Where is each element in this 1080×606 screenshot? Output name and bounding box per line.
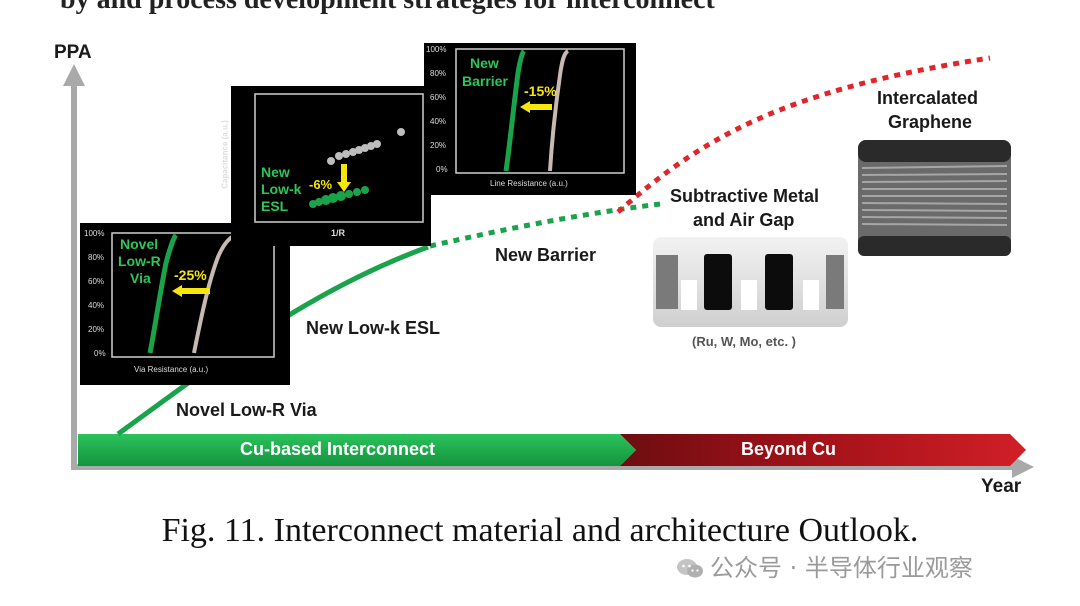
cu-bar-label: Cu-based Interconnect [240, 439, 436, 459]
esl-x-label: 1/R [331, 228, 346, 238]
via-ytick-5: 0% [94, 349, 106, 358]
barrier-arrow [520, 101, 552, 113]
milestone-low-r-via: Novel Low-R Via [176, 400, 317, 420]
header-fragment: by and process development strategies fo… [60, 0, 715, 16]
barrier-ytick-5: 0% [436, 165, 448, 174]
milestone-graphene-line1: Intercalated [877, 88, 979, 108]
via-label-line2: Via [130, 270, 151, 286]
subtractive-metal-image [653, 237, 848, 327]
via-ytick-1: 80% [88, 253, 105, 262]
barrier-ytick-0: 100% [426, 45, 447, 54]
esl-arrow [337, 164, 351, 192]
milestone-graphene-line2: Graphene [888, 112, 973, 132]
barrier-label-line0: New [470, 55, 499, 71]
esl-label-line1: Low-k [261, 181, 302, 197]
via-ytick-0: 100% [84, 229, 105, 238]
esl-y-label: Capacitance (a.u.) [220, 120, 230, 189]
via-arrow [172, 285, 210, 297]
via-new-curve [147, 233, 179, 354]
via-change: -25% [174, 267, 207, 283]
barrier-x-label: Line Resistance (a.u.) [490, 179, 568, 188]
barrier-label-line1: Barrier [462, 73, 508, 89]
via-ytick-4: 20% [88, 325, 105, 334]
milestone-subtractive-note: (Ru, W, Mo, etc. ) [692, 334, 796, 349]
barrier-new-curve [503, 49, 527, 172]
wechat-icon [677, 559, 703, 578]
esl-new-points [309, 186, 369, 208]
via-ytick-3: 40% [88, 301, 105, 310]
beyond-cu-bar-label: Beyond Cu [741, 439, 837, 459]
via-ref-curve [192, 233, 237, 354]
watermark: 公众号 · 半导体行业观察 [676, 548, 973, 583]
barrier-resistance-inset: 100% 80% 60% 40% 20% 0% New Barrier -15%… [424, 43, 636, 195]
barrier-ytick-1: 80% [430, 69, 447, 78]
esl-reference-points [327, 128, 405, 165]
barrier-ytick-4: 20% [430, 141, 447, 150]
esl-label-line0: New [261, 164, 290, 180]
milestone-low-k-esl: New Low-k ESL [306, 318, 441, 338]
y-axis-label: PPA [54, 42, 92, 63]
via-resistance-inset: 100% 80% 60% 40% 20% 0% Novel Low-R Via … [80, 223, 290, 385]
graphene-image [858, 140, 1011, 256]
barrier-change: -15% [524, 83, 557, 99]
milestone-subtractive-line1: Subtractive Metal [670, 186, 820, 206]
cu-bar [78, 434, 636, 466]
x-axis-arrowhead [1012, 456, 1034, 478]
milestone-subtractive-line2: and Air Gap [693, 210, 795, 230]
via-ytick-2: 60% [88, 277, 105, 286]
esl-label-line2: ESL [261, 198, 289, 214]
barrier-ref-curve [548, 49, 570, 172]
beyond-cu-bar [620, 434, 1026, 466]
figure-caption: Fig. 11. Interconnect material and archi… [161, 512, 919, 549]
milestone-new-barrier: New Barrier [495, 245, 597, 265]
esl-change: -6% [309, 177, 333, 192]
via-label-line0: Novel [120, 236, 159, 252]
y-axis-arrowhead [63, 64, 85, 86]
barrier-ytick-2: 60% [430, 93, 447, 102]
via-label-line1: Low-R [118, 253, 161, 269]
x-axis-label: Year [981, 476, 1022, 497]
via-x-label: Via Resistance (a.u.) [134, 365, 209, 374]
barrier-ytick-3: 40% [430, 117, 447, 126]
watermark-text: 公众号 · 半导体行业观察 [710, 554, 973, 582]
esl-scatter-inset: Capacitance (a.u.) New Low-k ESL -6% 1/R [221, 86, 431, 246]
cu-dotted-curve [429, 201, 661, 249]
